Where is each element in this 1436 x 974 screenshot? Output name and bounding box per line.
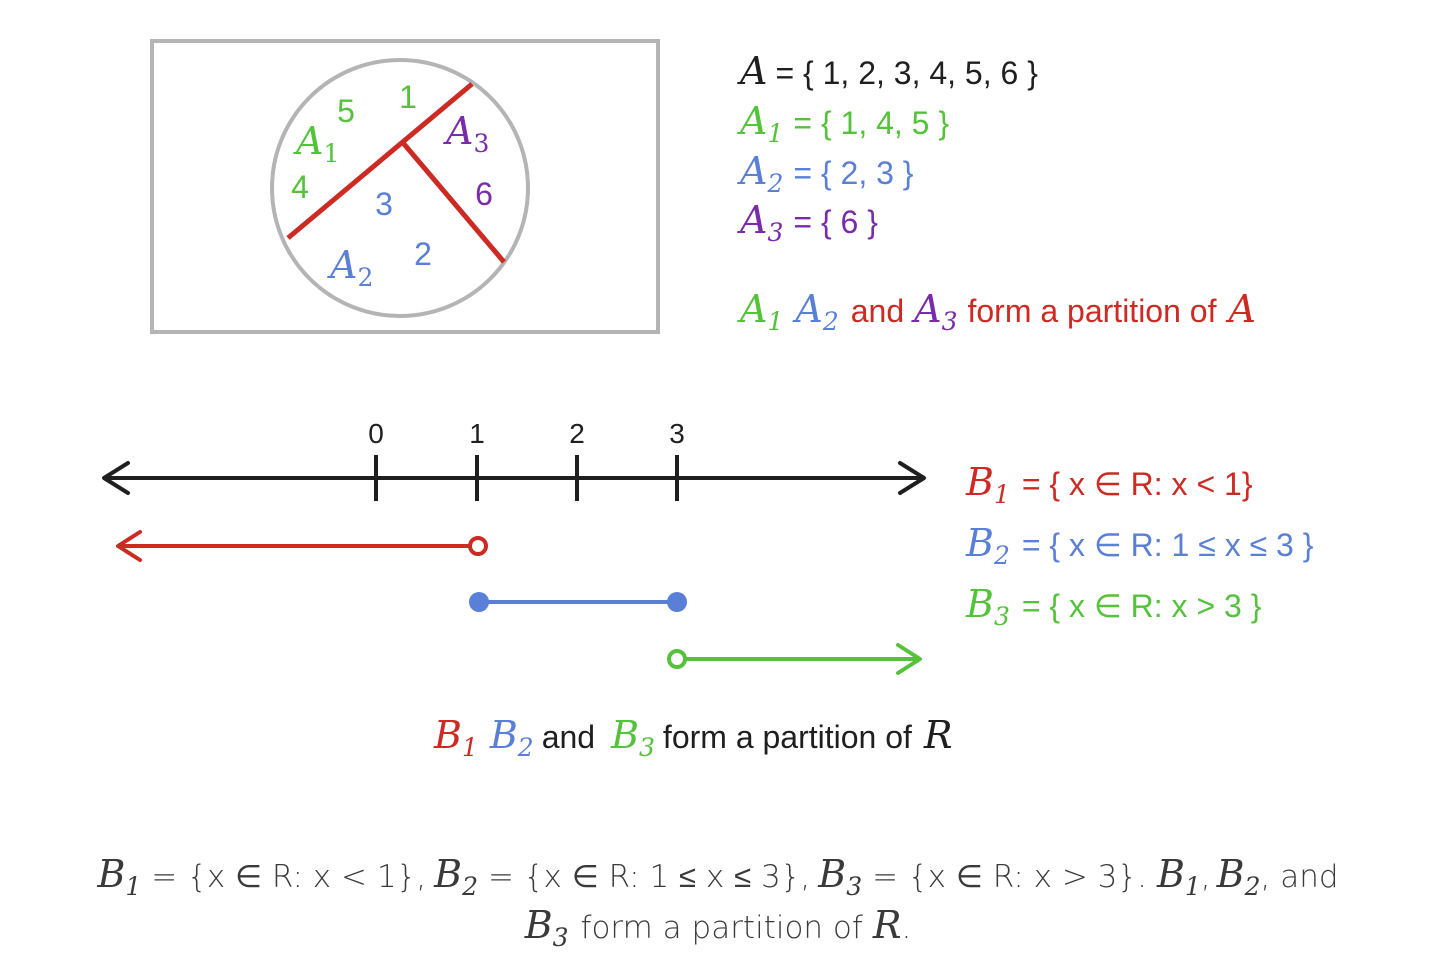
tick-label-2: 2	[569, 418, 585, 449]
B3-arrowhead	[896, 643, 922, 675]
venn-diagram: A1 A2 A3 5 1 4 3 2 6	[150, 39, 660, 334]
caption-line-1: B1= {x ∈ R: x < 1},B2= {x ∈ R: 1 ≤ x ≤ 3…	[96, 852, 1338, 901]
B2-closed-endpoint-left	[469, 592, 489, 612]
set-definitions: A= { 1, 2, 3, 4, 5, 6 } A1= { 1, 4, 5 } …	[737, 49, 1256, 336]
axis-left-arrowhead	[102, 461, 130, 495]
def-B1: B1= { x ∈ R: x < 1}	[965, 460, 1253, 509]
element-1: 1	[399, 79, 417, 115]
tick-label-3: 3	[669, 418, 685, 449]
divider-line-1	[286, 82, 474, 240]
B1-open-endpoint	[468, 536, 488, 556]
def-A2: A2= { 2, 3 }	[737, 149, 914, 198]
element-2: 2	[414, 236, 432, 272]
tick-label-0: 0	[368, 418, 384, 449]
def-A1: A1= { 1, 4, 5 }	[737, 99, 949, 148]
def-B2: B2= { x ∈ R: 1 ≤ x ≤ 3 }	[965, 521, 1314, 570]
tick-label-1: 1	[469, 418, 485, 449]
region-label-A3: A3	[443, 109, 489, 158]
set-A-circle	[270, 58, 530, 318]
region-label-A2: A2	[327, 243, 373, 292]
def-A: A= { 1, 2, 3, 4, 5, 6 }	[737, 49, 1038, 93]
region-label-A1: A1	[293, 119, 339, 168]
B1-arrowhead	[116, 530, 142, 562]
element-3: 3	[375, 186, 393, 222]
number-line: 0 1 2 3	[102, 418, 926, 675]
universe-box	[150, 39, 660, 334]
def-B3: B3= { x ∈ R: x > 3 }	[965, 582, 1262, 631]
caption: B1= {x ∈ R: x < 1},B2= {x ∈ R: 1 ≤ x ≤ 3…	[96, 852, 1338, 952]
def-A3: A3= { 6 }	[737, 198, 878, 247]
divider-line-2	[402, 142, 506, 264]
interval-definitions: B1= { x ∈ R: x < 1} B2= { x ∈ R: 1 ≤ x ≤…	[965, 460, 1314, 631]
axis-right-arrowhead	[898, 461, 926, 495]
element-5: 5	[337, 93, 355, 129]
element-6: 6	[475, 176, 493, 212]
element-4: 4	[291, 169, 309, 205]
B3-open-endpoint	[667, 649, 687, 669]
B2-closed-endpoint-right	[667, 592, 687, 612]
